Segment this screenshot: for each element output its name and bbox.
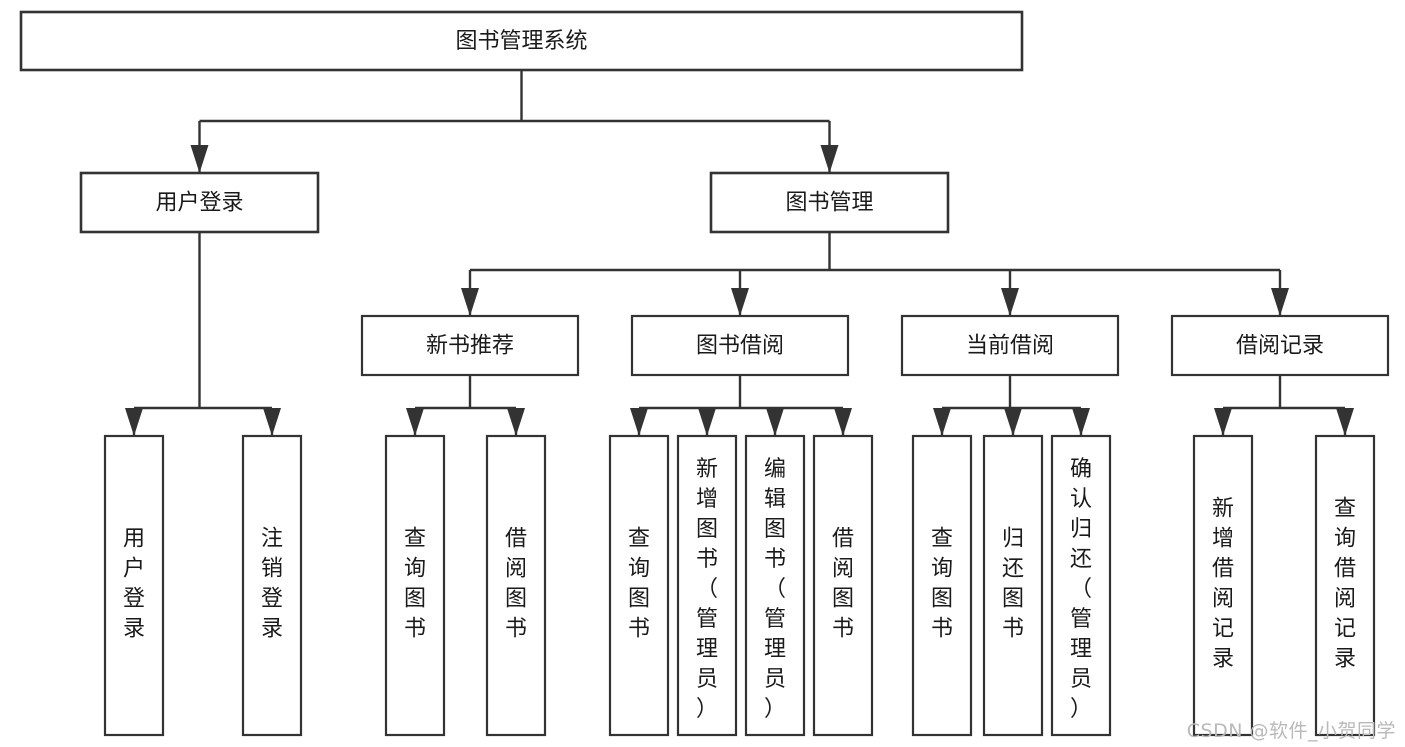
node-n-book-borrow[interactable]: 图书借阅 [630, 314, 850, 377]
arrow-head [1072, 408, 1090, 436]
node-l-logout-login[interactable]: 注销登录 [241, 434, 303, 737]
arrow-head [190, 145, 209, 173]
arrow-head [263, 408, 281, 436]
node-label: 查询图书 [404, 527, 426, 642]
node-l-borrow-book-brw[interactable]: 借阅图书 [812, 434, 874, 737]
node-label: 编辑图书（管理员） [764, 457, 786, 722]
node-label: 图书管理系统 [455, 29, 587, 54]
arrow-head [820, 145, 839, 173]
node-layer: 图书管理系统用户登录图书管理新书推荐图书借阅当前借阅借阅记录用户登录注销登录查询… [19, 10, 1390, 737]
node-l-query-book-rec[interactable]: 查询图书 [384, 434, 446, 737]
node-box [608, 434, 670, 737]
node-label: 查询借阅记录 [1334, 497, 1356, 672]
node-label: 注销登录 [261, 527, 283, 642]
node-label: 用户登录 [123, 527, 145, 642]
node-label: 图书管理 [785, 191, 873, 216]
node-l-return-book[interactable]: 归还图书 [982, 434, 1044, 737]
node-label: 借阅记录 [1236, 334, 1324, 359]
arrow-head [1001, 288, 1019, 316]
node-l-query-book-brw[interactable]: 查询图书 [608, 434, 670, 737]
node-label: 查询图书 [931, 527, 953, 642]
node-l-confirm-return[interactable]: 确认归还（管理员） [1050, 434, 1112, 737]
arrow-head [1214, 408, 1232, 436]
node-label: 新增借阅记录 [1212, 497, 1234, 672]
node-box [744, 434, 806, 737]
node-n-new-book-rec[interactable]: 新书推荐 [360, 314, 580, 377]
node-box [676, 434, 738, 737]
node-label: 借阅图书 [505, 527, 527, 642]
node-l-add-book-admin[interactable]: 新增图书（管理员） [676, 434, 738, 737]
node-label: 新增图书（管理员） [696, 457, 718, 722]
arrow-head [933, 408, 951, 436]
connector-layer [125, 70, 1354, 436]
node-box [630, 314, 850, 377]
node-box [709, 171, 950, 234]
arrow-head [461, 288, 479, 316]
node-box [1050, 434, 1112, 737]
node-box [485, 434, 547, 737]
node-l-query-borrow-rec[interactable]: 查询借阅记录 [1314, 434, 1376, 737]
node-n-user-login[interactable]: 用户登录 [79, 171, 320, 234]
node-box [19, 10, 1024, 72]
node-box [1314, 434, 1376, 737]
node-l-edit-book-admin[interactable]: 编辑图书（管理员） [744, 434, 806, 737]
node-box [812, 434, 874, 737]
node-box [384, 434, 446, 737]
node-box [79, 171, 320, 234]
node-box [1192, 434, 1254, 737]
node-box [900, 314, 1120, 377]
arrow-head [507, 408, 525, 436]
node-l-user-login[interactable]: 用户登录 [103, 434, 165, 737]
node-box [103, 434, 165, 737]
node-label: 图书借阅 [696, 334, 784, 359]
node-label: 确认归还（管理员） [1070, 457, 1092, 722]
arrow-head [731, 288, 749, 316]
node-n-book-manage[interactable]: 图书管理 [709, 171, 950, 234]
node-l-add-borrow-rec[interactable]: 新增借阅记录 [1192, 434, 1254, 737]
node-label: 归还图书 [1002, 527, 1024, 642]
node-label: 查询图书 [628, 527, 650, 642]
arrow-head [698, 408, 716, 436]
node-label: 当前借阅 [966, 334, 1054, 359]
arrow-head [1271, 288, 1289, 316]
node-l-query-book-cur[interactable]: 查询图书 [911, 434, 973, 737]
node-box [911, 434, 973, 737]
node-label: 新书推荐 [426, 334, 514, 359]
arrow-head [1336, 408, 1354, 436]
arrow-head [125, 408, 143, 436]
node-n-current-borrow[interactable]: 当前借阅 [900, 314, 1120, 377]
arrow-head [1004, 408, 1022, 436]
node-box [360, 314, 580, 377]
node-l-borrow-book-rec[interactable]: 借阅图书 [485, 434, 547, 737]
node-label: 借阅图书 [832, 527, 854, 642]
node-label: 用户登录 [155, 191, 243, 216]
arrow-head [630, 408, 648, 436]
node-box [241, 434, 303, 737]
node-n-borrow-record[interactable]: 借阅记录 [1170, 314, 1390, 377]
node-n-root[interactable]: 图书管理系统 [19, 10, 1024, 72]
arrow-head [766, 408, 784, 436]
node-box [982, 434, 1044, 737]
arrow-head [834, 408, 852, 436]
node-box [1170, 314, 1390, 377]
arrow-head [406, 408, 424, 436]
